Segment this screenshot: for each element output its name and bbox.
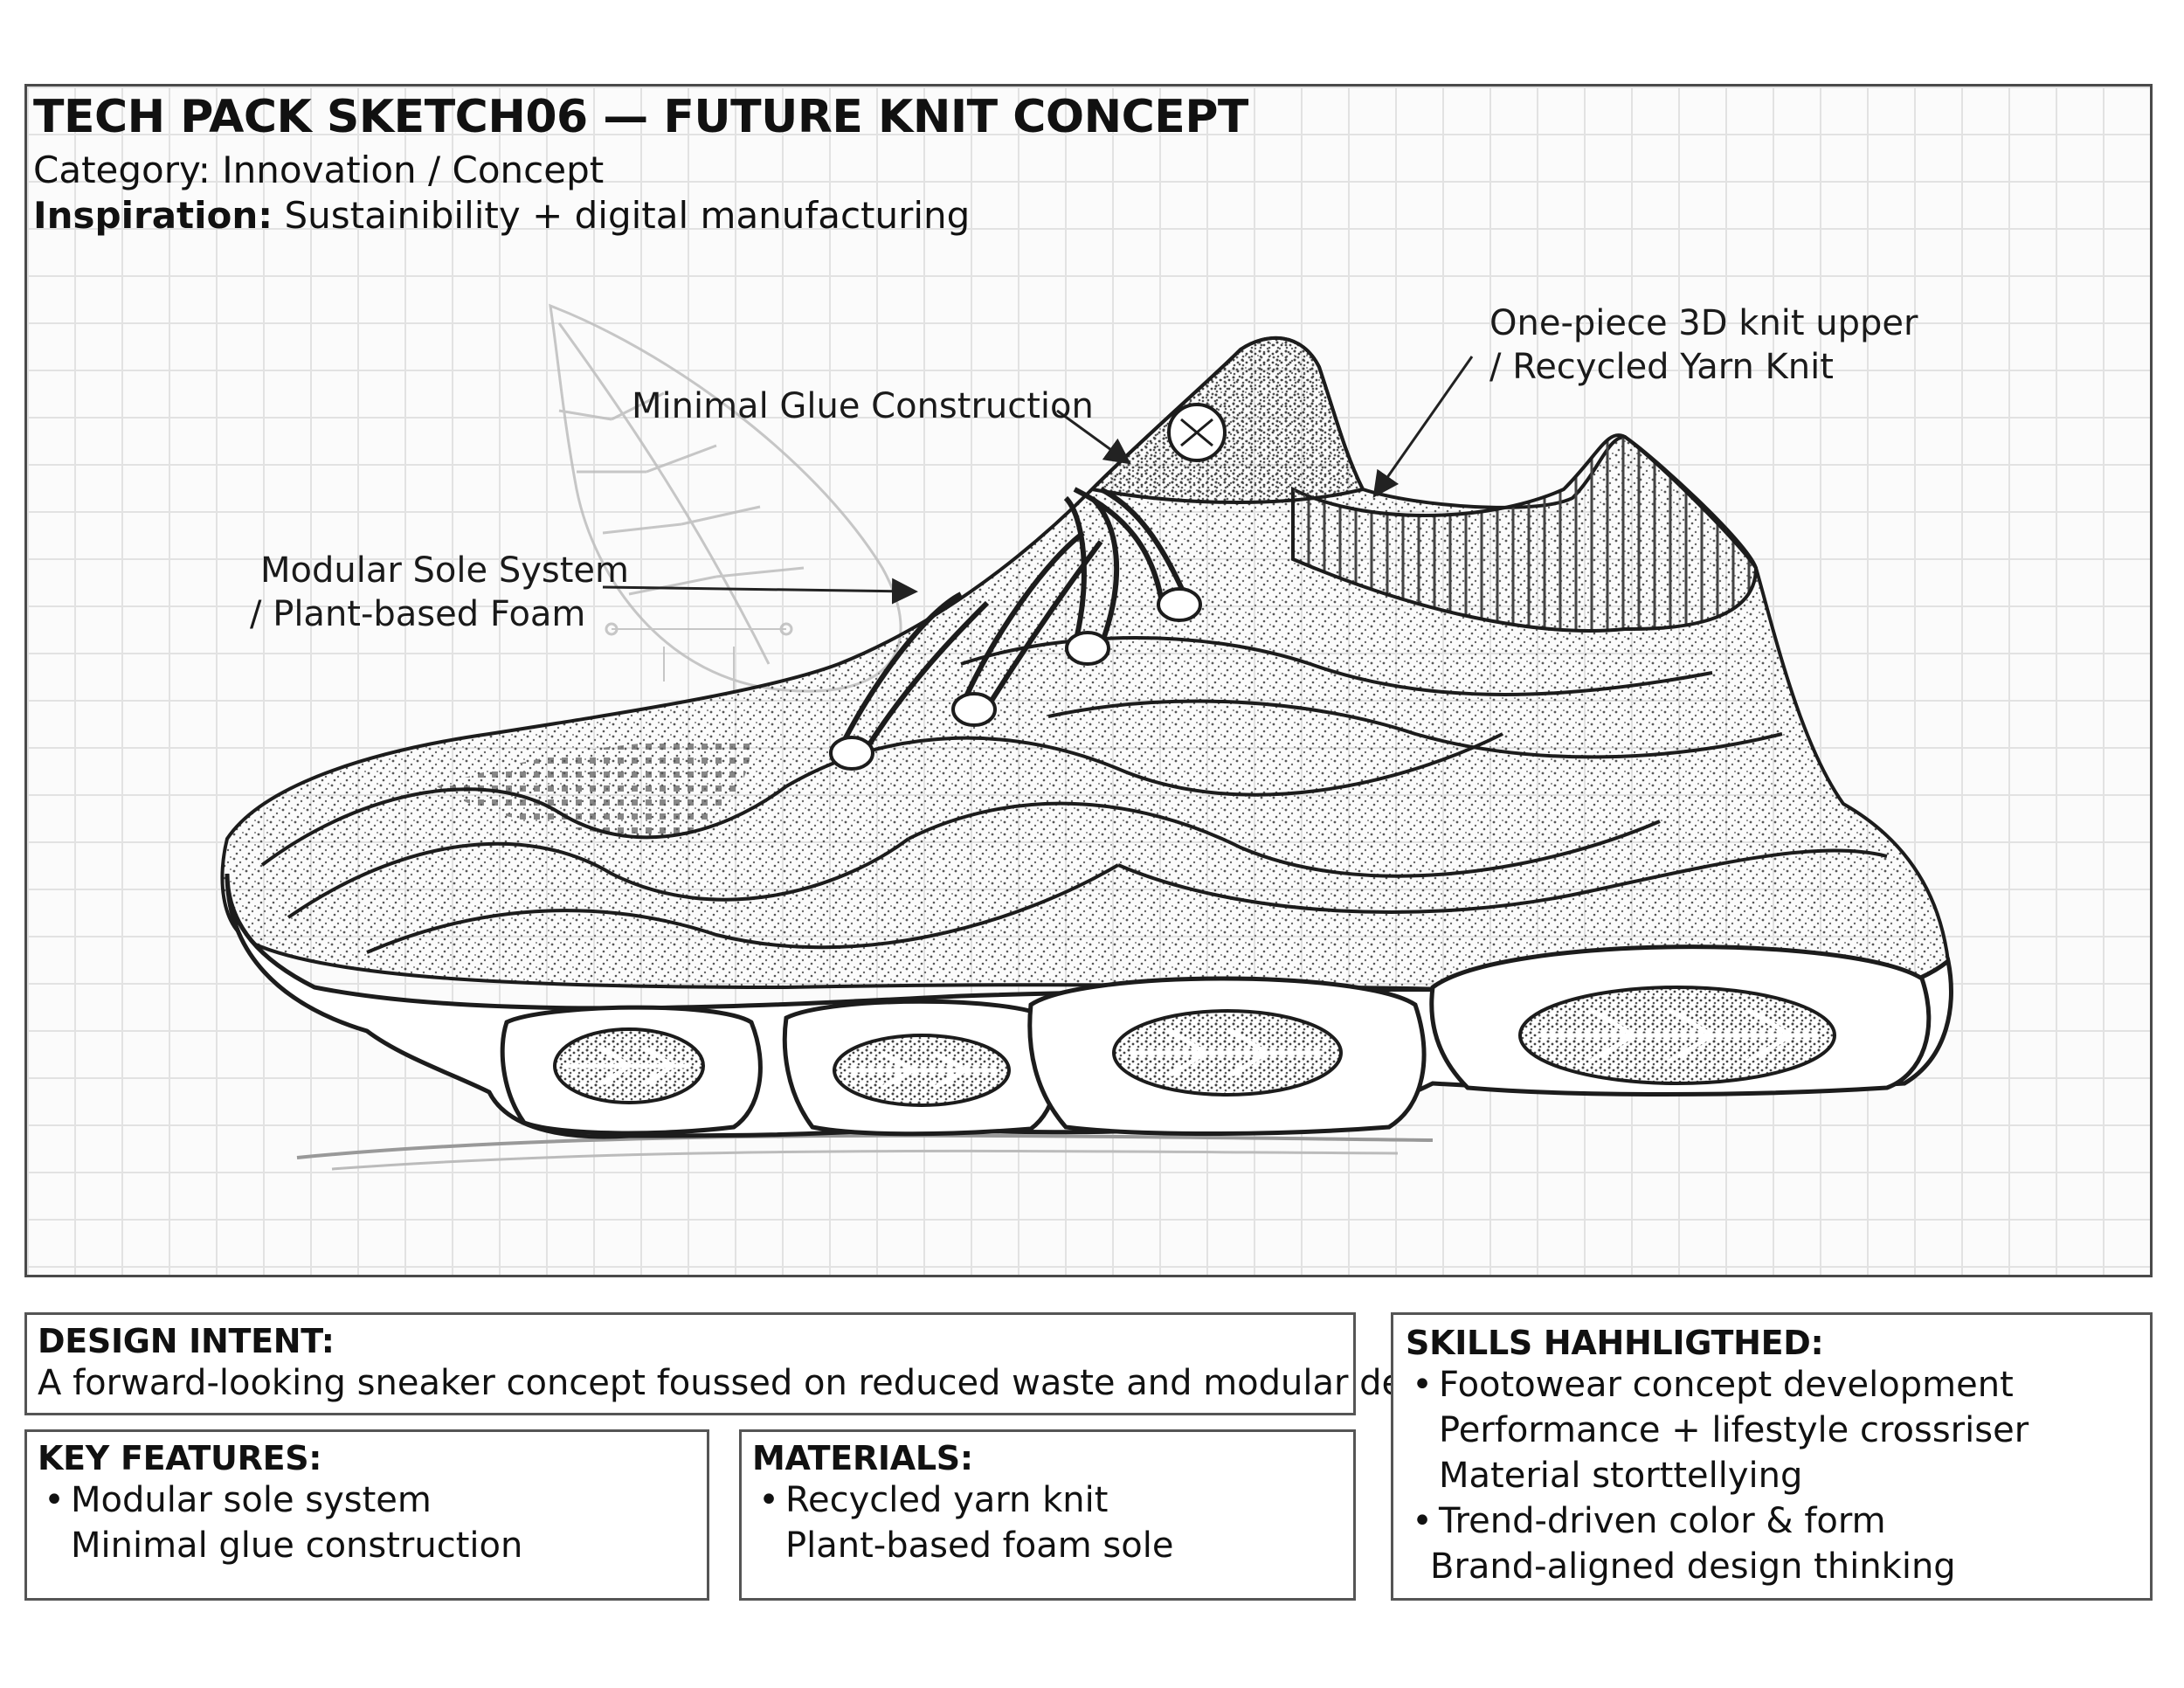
- callout-knit-upper-line1: One-piece 3D knit upper: [1489, 303, 1918, 343]
- skill-item: Brand-aligned design thinking: [1430, 1546, 1956, 1587]
- design-intent-panel: DESIGN INTENT: A forward-looking sneaker…: [24, 1312, 1476, 1415]
- callout-sole-line2: / Plant-based Foam: [250, 594, 586, 634]
- inspiration-line: Inspiration: Sustainibility + digital ma…: [33, 194, 970, 237]
- callout-sole: Modular Sole System / Plant-based Foam: [250, 549, 629, 636]
- skills-heading: SKILLS HAHHLIGTHED:: [1406, 1324, 1824, 1362]
- skill-item: •Trend-driven color & form: [1412, 1501, 1886, 1541]
- callout-knit-upper: One-piece 3D knit upper / Recycled Yarn …: [1489, 301, 1918, 389]
- key-features-panel: KEY FEATURES: •Modular sole system Minim…: [24, 1429, 709, 1601]
- page-title: TECH PACK SKETCH06 — FUTURE KNIT CONCEPT: [33, 91, 1248, 143]
- skill-item: Performance + lifestyle crossriser: [1439, 1410, 2029, 1450]
- key-feature-item: •Modular sole system: [44, 1480, 432, 1520]
- skill-item: •Footowear concept development: [1412, 1365, 2014, 1405]
- skills-panel: SKILLS HAHHLIGTHED: •Footowear concept d…: [1391, 1312, 2153, 1601]
- callout-glue: Minimal Glue Construction: [632, 386, 1094, 426]
- sneaker-upper: [220, 336, 1950, 999]
- inspiration-value: Sustainibility + digital manufacturing: [284, 194, 971, 237]
- key-features-heading: KEY FEATURES:: [38, 1439, 322, 1477]
- tongue: [1088, 336, 1365, 504]
- callout-sole-line1: Modular Sole System: [260, 550, 629, 591]
- material-item: •Recycled yarn knit: [758, 1480, 1109, 1520]
- materials-heading: MATERIALS:: [752, 1439, 973, 1477]
- heel-collar: [1291, 433, 1759, 633]
- materials-panel: MATERIALS: •Recycled yarn knit Plant-bas…: [739, 1429, 1356, 1601]
- inspiration-label: Inspiration:: [33, 194, 273, 237]
- material-item: Plant-based foam sole: [785, 1525, 1174, 1566]
- skill-item: Material storttellying: [1439, 1456, 1803, 1496]
- key-feature-item: Minimal glue construction: [71, 1525, 523, 1566]
- design-intent-text: A forward-looking sneaker concept fousse…: [38, 1363, 1476, 1403]
- category-label: Category: Innovation / Concept: [33, 149, 605, 191]
- callout-knit-upper-line2: / Recycled Yarn Knit: [1489, 347, 1834, 387]
- design-intent-heading: DESIGN INTENT:: [38, 1322, 335, 1360]
